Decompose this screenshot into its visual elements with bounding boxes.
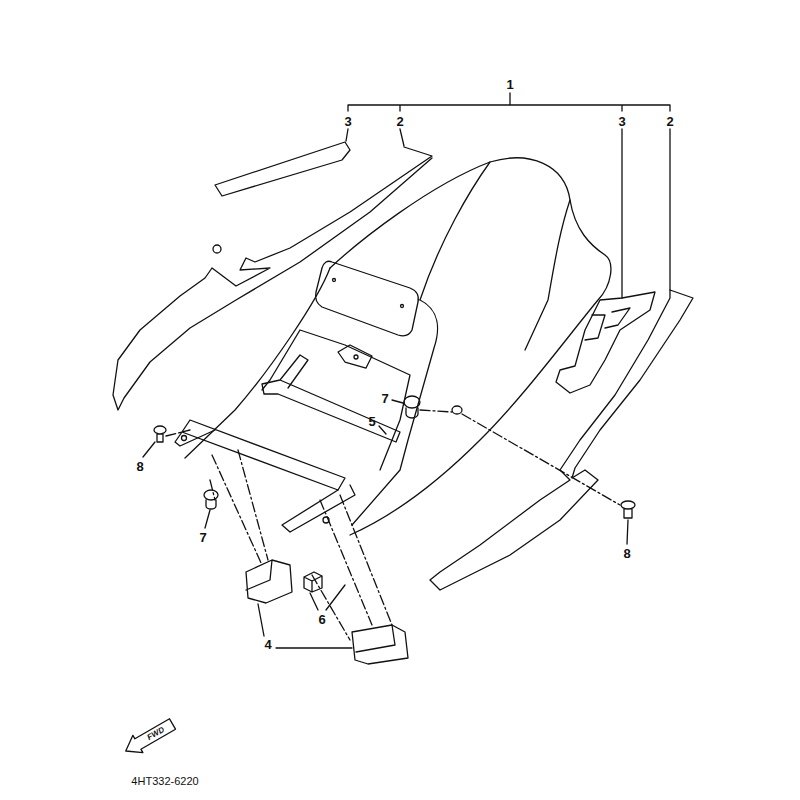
leader-line — [379, 426, 386, 434]
leader-line — [205, 510, 210, 528]
leader-line — [346, 129, 348, 141]
stripe-decal-right — [430, 290, 693, 590]
callout-number: 8 — [136, 460, 143, 473]
callout-number: 3 — [618, 115, 625, 128]
damper — [246, 560, 292, 603]
grommet — [204, 490, 218, 509]
mount-hole — [354, 355, 358, 359]
mount-plate — [338, 345, 372, 368]
callout-number: 2 — [396, 115, 403, 128]
grommet — [452, 406, 462, 414]
assembly-line — [212, 450, 392, 640]
callout-number: 7 — [381, 392, 388, 405]
callout-number: 8 — [623, 547, 630, 560]
cushion-block — [304, 572, 322, 592]
leader-line — [627, 520, 628, 544]
cross-bracket — [182, 420, 345, 490]
callout-number: 3 — [344, 115, 351, 128]
grommet — [404, 396, 420, 418]
damper — [352, 625, 408, 664]
leader-line — [400, 129, 404, 146]
decal-right-logo-detail — [585, 308, 630, 340]
callout-number: 7 — [199, 531, 206, 544]
drawing-part — [121, 715, 178, 759]
forward-arrow — [121, 715, 178, 759]
seat-cowl — [330, 158, 611, 535]
decal-hole — [213, 245, 221, 253]
decal-left-small — [215, 142, 350, 196]
leader-line — [669, 129, 670, 290]
callout-number: 2 — [666, 115, 673, 128]
cowl-opening — [262, 330, 410, 470]
callout-number: 5 — [368, 415, 375, 428]
seat-cowl-ridge — [420, 162, 570, 350]
diagram-note: FWD — [146, 726, 166, 742]
stripe-decal-left — [113, 147, 432, 410]
diagram-note: 4HT332-6220 — [131, 776, 198, 787]
plate-screw — [401, 305, 404, 308]
seat-cowl-rear — [185, 268, 437, 525]
assembly-line — [166, 410, 620, 505]
decal-right-logo — [556, 292, 655, 393]
grab-bar — [262, 355, 400, 442]
callout-number: 1 — [506, 78, 513, 91]
leader-line — [310, 585, 345, 610]
callout-number: 6 — [318, 613, 325, 626]
callout-number: 4 — [264, 638, 271, 651]
plate-window — [316, 261, 419, 336]
callout-bracket — [348, 93, 670, 111]
leader-line — [143, 442, 155, 457]
leader-line — [258, 604, 352, 648]
bracket-hole — [182, 436, 187, 441]
bracket-arm — [175, 430, 355, 532]
plate-screw — [333, 279, 336, 282]
leader-line — [392, 400, 403, 403]
screw — [621, 501, 635, 518]
leader-line — [621, 129, 622, 298]
screw — [154, 426, 166, 442]
